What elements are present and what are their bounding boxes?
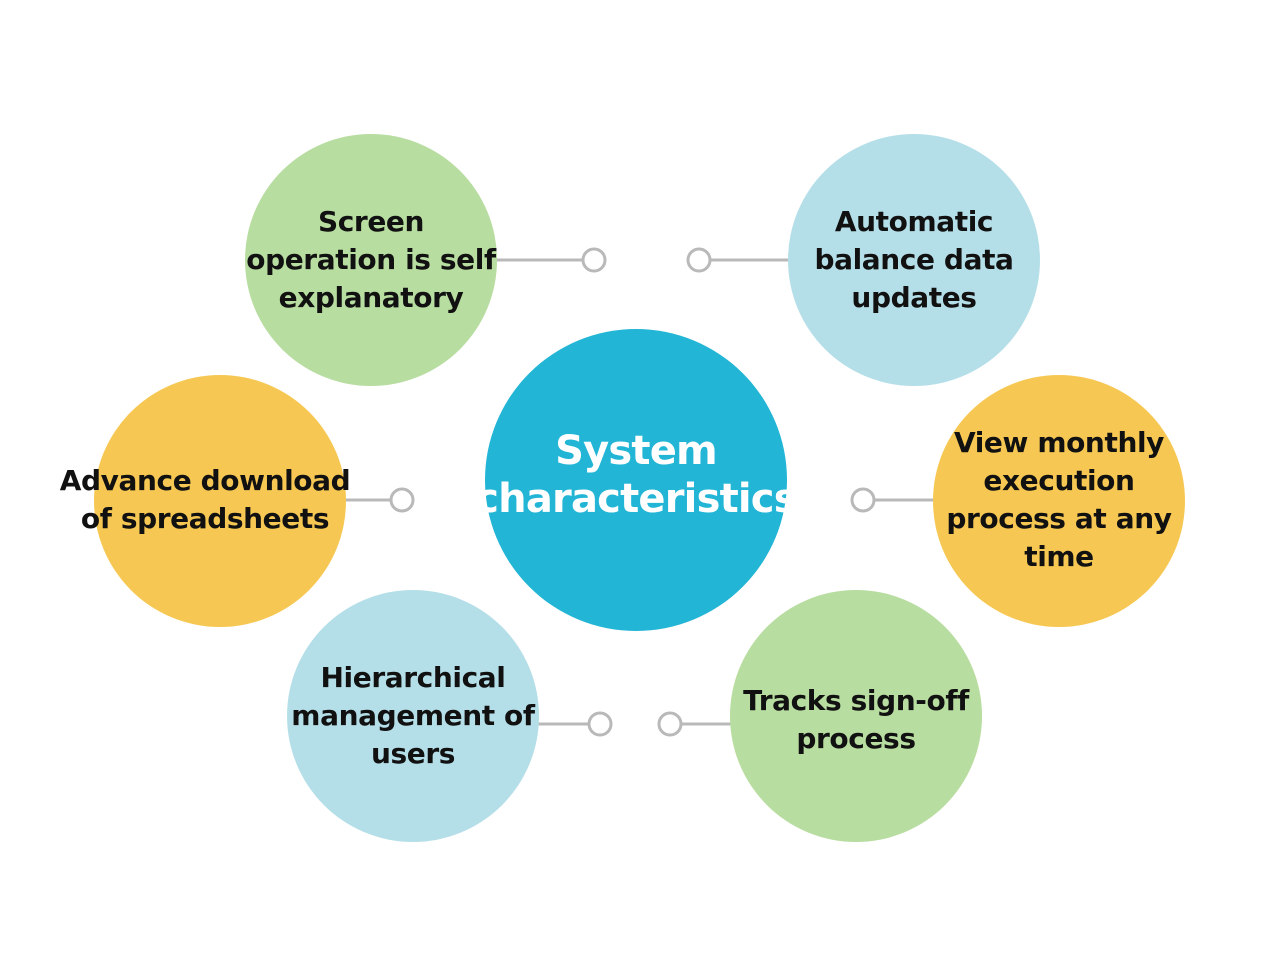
feature-label-advance-download: Advance download of spreadsheets: [59, 464, 351, 535]
feature-label-hierarchical: Hierarchical management of users: [291, 661, 535, 770]
bubble-hierarchical: [287, 590, 539, 842]
feature-label-screen-operation: Screen operation is self explanatory: [246, 205, 496, 314]
bubble-view-monthly: [933, 375, 1185, 627]
bubble-tracks-signoff: [730, 590, 982, 842]
feature-label-view-monthly: View monthly execution process at any ti…: [946, 426, 1172, 573]
bubble-automatic-balance: [788, 134, 1040, 386]
connector-advance-download: [320, 487, 415, 513]
connector-tracks-signoff: [657, 711, 750, 737]
center-title: System characteristics: [475, 428, 797, 522]
bubble-screen-operation: [245, 134, 497, 386]
feature-label-tracks-signoff: Tracks sign-off process: [743, 684, 969, 755]
feature-label-automatic-balance: Automatic balance data updates: [814, 205, 1014, 314]
center-bubble: [485, 329, 787, 631]
bubble-advance-download: [94, 375, 346, 627]
